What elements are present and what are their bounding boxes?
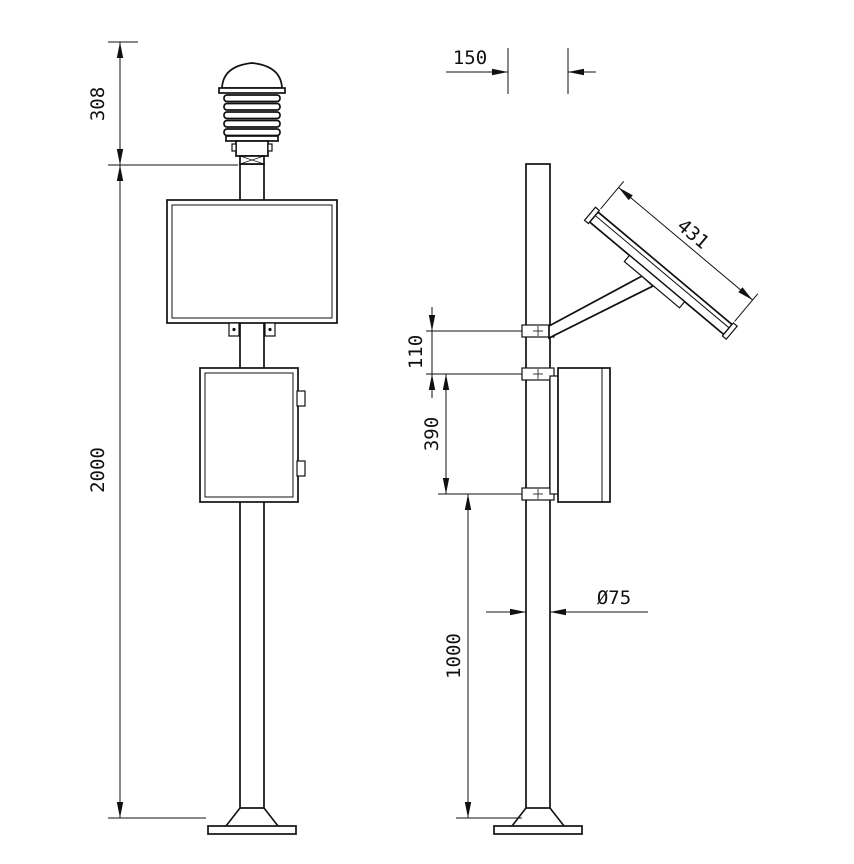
dim-label-110: 110 [405,335,427,369]
pole-side [525,163,551,809]
panel-rail [623,254,686,309]
dim-label-431: 431 [673,215,713,254]
solar-panel-side: 431 [583,181,759,341]
dim-390: 390 [421,374,522,495]
dim-150: 150 [446,47,596,94]
clamp [521,367,555,381]
dim-308: 308 [87,41,238,166]
extension-line [734,293,759,322]
dimension-line [618,187,753,301]
box-mount-plate [549,375,559,495]
pole-clamps [521,324,555,501]
dim-75: Ø75 [486,587,648,616]
front-view: 308 2000 [87,41,338,835]
dim-label-150: 150 [453,47,487,69]
dim-label-308: 308 [87,87,109,121]
base-flange-front [207,807,297,835]
control-box-front [199,367,306,503]
dim-1000: 1000 [443,494,522,819]
dim-2000: 2000 [87,165,206,819]
extension-line [600,181,625,210]
dim-label-390: 390 [421,417,443,451]
control-box-side [549,367,611,503]
dim-label-2000: 2000 [87,447,109,493]
weather-sensor-front [218,62,286,165]
base-flange-side [493,807,583,835]
dim-label-75: Ø75 [597,587,631,609]
clamp [521,487,555,501]
hinge [296,460,306,477]
dim-label-1000: 1000 [443,633,465,679]
panel-strut [548,274,655,340]
dim-110: 110 [405,307,522,398]
hinge [296,390,306,407]
solar-panel-front [166,199,338,337]
side-view: 431 150 110 [405,47,759,835]
